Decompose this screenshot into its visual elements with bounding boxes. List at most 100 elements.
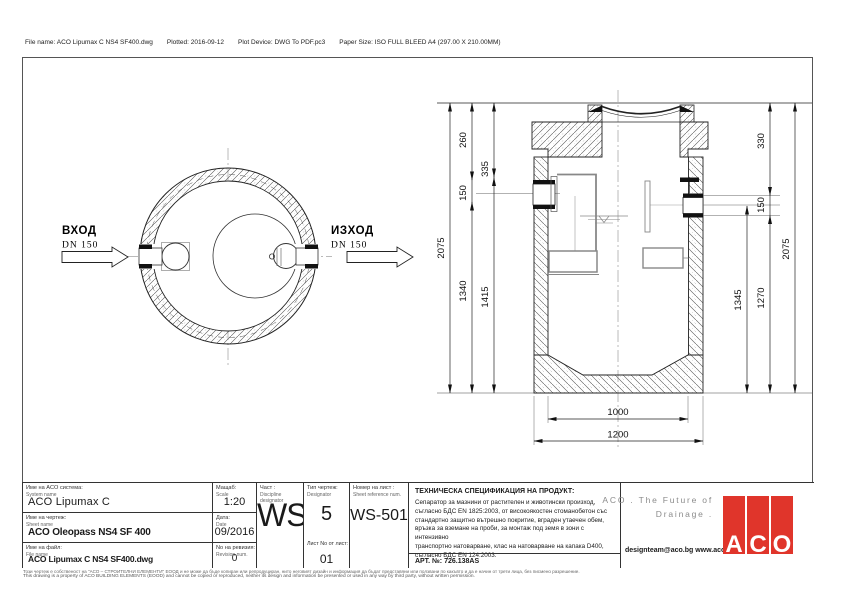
sheet-of-label: Лист No от лист:: [307, 541, 349, 547]
titleblock-revision: No на ревизия: Revision num. 0: [212, 542, 256, 568]
file-name-label-en: File name: [26, 551, 48, 558]
system-name-label-en: System name: [26, 491, 57, 498]
slogan-line-2: Drainage .: [655, 509, 713, 520]
manhole-cover-rim: [601, 110, 681, 118]
manhole-cover: [601, 105, 681, 115]
dim-label-right-overall: 2075: [781, 238, 792, 259]
revision-label-bg: No на ревизия:: [216, 545, 256, 551]
tank-bottom-slab: [533, 354, 704, 394]
discipline-label-bg: Част :: [260, 485, 276, 491]
system-name-value: ACO Lipumax C: [28, 496, 111, 508]
titleblock-system-name: Име на ACO система: System name ACO Lipu…: [22, 482, 212, 512]
sheet-of-value: 01: [319, 552, 334, 566]
date-label-en: Date: [216, 521, 227, 528]
sheet-ref-label-bg: Номер на лист :: [353, 485, 395, 491]
outlet-dn-label: DN 150: [331, 241, 367, 251]
scale-value: 1:20: [223, 496, 246, 508]
section-inlet-flange-bottom: [533, 205, 555, 209]
drawing-type-value: 5: [320, 503, 333, 525]
outlet-pipe-stub: [295, 247, 319, 266]
tech-spec-line: Сепаратор за мазнини от растителен и жив…: [415, 499, 596, 506]
inlet-label: ВХОД: [62, 225, 97, 237]
aco-logo-letter: C: [749, 531, 767, 555]
plot-device: Plot Device: DWG To PDF.pc3: [238, 39, 326, 46]
revision-label-en: Revision num.: [216, 551, 248, 558]
article-number-row: АРТ. №: 726.138AS: [409, 553, 620, 568]
cover-slab-right: [679, 121, 709, 158]
drawing-type-label-en: Designator: [307, 491, 332, 498]
outlet-flange-top: [305, 244, 318, 249]
section-inlet-flange-top: [533, 180, 555, 184]
outlet-collection-box: [642, 247, 684, 269]
sheet-ref-value: WS-501: [350, 507, 408, 524]
outlet-vent-cap: [680, 177, 699, 182]
titleblock-sheet-name: Име на чертеж: Sheet name ACO Oleopass N…: [22, 512, 212, 542]
dimension-lines: [448, 102, 797, 443]
dim-label-1345: 1345: [733, 289, 744, 310]
disclaimer-en: This drawing is a property of ACO BUILDI…: [23, 574, 475, 579]
sheet-ref-label-en: Sheet reference num.: [353, 491, 402, 498]
inlet-flange-top: [139, 244, 152, 249]
dim-label-335: 335: [480, 161, 491, 177]
dim-label-150-right: 150: [756, 197, 767, 213]
section-view: 2075 260 150 1340 335 1415 1345 330 150 …: [436, 90, 812, 449]
outlet-center-mark: [268, 253, 275, 260]
outlet-label: ИЗХОД: [331, 225, 374, 237]
cover-slab-left: [531, 121, 603, 158]
water-level-symbol: [580, 215, 628, 224]
outlet-flow-arrow: [346, 246, 414, 268]
titleblock-scale: Мащаб: Scale 1:20: [212, 482, 256, 512]
plot-header: File name: ACO Lipumax C NS4 SF400.dwg P…: [25, 39, 501, 46]
dim-label-1270: 1270: [756, 287, 767, 308]
aco-logo-letter: A: [725, 531, 743, 555]
revision-value: 0: [231, 553, 238, 564]
sheet-name-label-en: Sheet name: [26, 521, 53, 528]
titleblock-file-name: Име на файл: File name ACO Lipumax C NS4…: [22, 542, 212, 568]
dim-label-1340: 1340: [458, 280, 469, 301]
tech-spec-line: съгласно БДС EN 124:2003.: [415, 551, 497, 559]
plot-file-name: File name: ACO Lipumax C NS4 SF400.dwg: [25, 39, 153, 46]
plot-paper-size: Paper Size: ISO FULL BLEED A4 (297.00 X …: [339, 39, 501, 46]
plan-view: ВХОД DN 150 ИЗХОД DN 150: [61, 148, 414, 366]
tech-spec-body: Сепаратор за мазнини от растителен и жив…: [415, 499, 616, 561]
inlet-pipe-circle: [161, 242, 190, 271]
inlet-pipe-stub: [138, 247, 163, 266]
aco-logo-bar: A: [723, 496, 745, 554]
dim-label-260: 260: [458, 132, 469, 148]
dim-label-1200: 1200: [607, 430, 628, 441]
scale-label-en: Scale: [216, 491, 229, 498]
date-label-bg: Дата:: [216, 515, 230, 521]
dim-label-330: 330: [756, 133, 767, 149]
extension-lines: [533, 195, 780, 445]
article-number: АРТ. №: 726.138AS: [415, 558, 480, 565]
drawing-canvas: ВХОД DN 150 ИЗХОД DN 150: [61, 90, 812, 449]
drawing-type-label-bg: Тип чертеж:: [307, 485, 338, 491]
cover-seal-left: [588, 105, 602, 112]
contact-info: designteam@aco.bg www.aco.bg: [625, 547, 736, 554]
aco-logo: A C O: [723, 496, 793, 554]
tech-spec-line: връзка за вземане на проби, за монтаж по…: [415, 525, 584, 542]
inlet-flange-plate: [550, 176, 558, 212]
date-value: 09/2016: [214, 526, 255, 538]
system-name-label-bg: Име на ACO система:: [26, 485, 83, 491]
titleblock-discipline: Част : Discipline designator WS: [256, 482, 308, 568]
plot-date: Plotted: 2016-09-12: [166, 39, 224, 46]
discipline-label-en: Discipline designator: [260, 491, 284, 504]
dim-label-1000: 1000: [607, 407, 628, 418]
discipline-value: WS: [257, 497, 308, 533]
tech-spec-title: ТЕХНИЧЕСКА СПЕЦИФИКАЦИЯ НА ПРОДУКТ:: [415, 488, 575, 495]
tech-spec-line: стандартно защитно вътрешно покритие, вг…: [415, 516, 605, 524]
inlet-flange-bottom: [139, 264, 152, 269]
file-name-value: ACO Lipumax C NS4 SF400.dwg: [28, 554, 153, 564]
cover-seal-right: [680, 105, 694, 112]
disclaimer-bg: Този чертеж е собственост на "АСО – СТРО…: [23, 569, 580, 574]
scale-label-bg: Мащаб:: [216, 485, 237, 491]
dim-label-left-overall: 2075: [436, 237, 447, 258]
inlet-flow-arrow: [61, 246, 129, 268]
sheet-name-value: ACO Oleopass NS4 SF 400: [28, 527, 151, 538]
inlet-sludge-box: [548, 250, 598, 273]
aco-logo-letter: O: [772, 531, 792, 555]
section-outlet-flange-top: [683, 193, 703, 198]
outlet-baffle-plate: [644, 180, 651, 233]
